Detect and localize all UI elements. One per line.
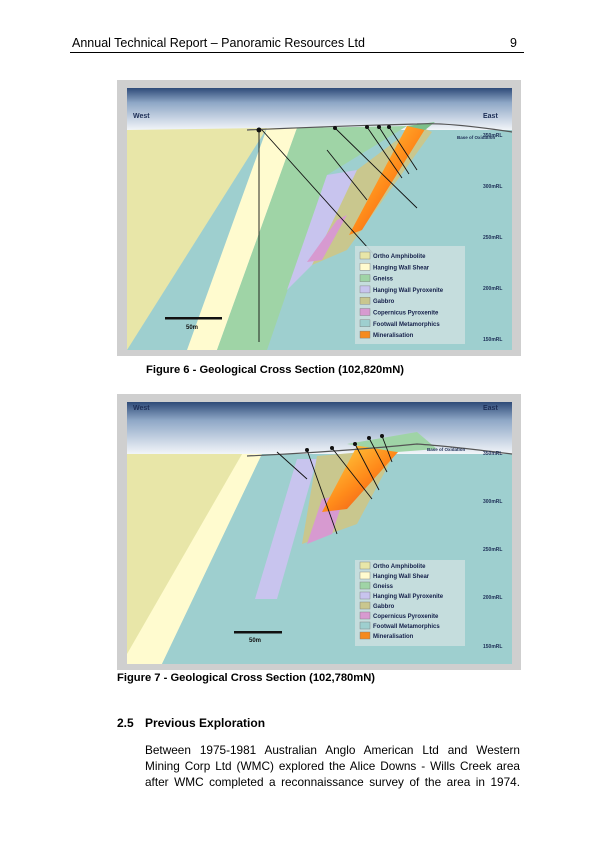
legend-label: Footwall Metamorphics: [373, 624, 440, 630]
rl-label: 250mRL: [483, 235, 502, 241]
drill-holes: [258, 126, 418, 342]
paragraph-line: Mining Corp Ltd (WMC) explored the Alice…: [145, 759, 520, 773]
base-of-oxidation-label: Base of Oxidation: [457, 135, 496, 140]
legend-label: Gneiss: [373, 277, 394, 283]
rl-label: 200mRL: [483, 286, 502, 292]
section-title: Previous Exploration: [145, 716, 266, 730]
legend-label: Copernicus Pyroxenite: [373, 614, 439, 620]
section-number: 2.5: [117, 716, 134, 730]
legend-label: Ortho Amphibolite: [373, 564, 426, 570]
figure-6-cross-section: West East Base of Oxidation 350mRL 300mR…: [117, 80, 521, 356]
rl-label: 350mRL: [483, 451, 502, 457]
legend-swatch: [359, 274, 371, 282]
mineralisation-area: [349, 126, 427, 235]
figure-7-cross-section: West East Base of Oxidation 350mRL 300mR…: [117, 394, 521, 670]
west-label: West: [133, 113, 150, 120]
rl-label: 150mRL: [483, 644, 502, 650]
collar-markers: [305, 434, 384, 452]
legend-label: Copernicus Pyroxenite: [373, 311, 439, 317]
rl-label: 250mRL: [483, 547, 502, 553]
legend-swatch: [359, 308, 371, 316]
mineralisation-area: [322, 442, 407, 512]
legend-swatch: [359, 263, 371, 271]
legend-swatch: [359, 330, 371, 339]
scale-label: 50m: [186, 325, 198, 331]
rl-labels: 350mRL 300mRL 250mRL 200mRL 150mRL: [483, 451, 502, 650]
surface-line: [246, 123, 513, 133]
paragraph-line: after WMC completed a reconnaissance sur…: [145, 775, 520, 789]
base-of-oxidation-label: Base of Oxidation: [427, 447, 466, 452]
copernicus-pyroxenite-area: [307, 215, 347, 262]
drill-holes: [276, 435, 393, 535]
rl-label: 200mRL: [483, 595, 502, 601]
east-label: East: [483, 405, 498, 412]
section-paragraph: Between 1975-1981 Australian Anglo Ameri…: [145, 742, 520, 790]
legend-swatch: [359, 296, 371, 305]
legend-label: Gneiss: [373, 584, 394, 590]
rl-label: 300mRL: [483, 499, 502, 505]
gneiss-area: [347, 432, 437, 452]
figure-7-caption: Figure 7 - Geological Cross Section (102…: [117, 672, 376, 684]
legend-swatch: [359, 571, 371, 580]
legend-label: Mineralisation: [373, 634, 414, 640]
legend-label: Footwall Metamorphics: [373, 322, 440, 328]
legend-label: Ortho Amphibolite: [373, 254, 426, 260]
legend-label: Gabbro: [373, 604, 395, 610]
legend-swatch: [359, 285, 371, 294]
legend-swatch: [359, 591, 371, 600]
legend-label: Gabbro: [373, 299, 395, 305]
hanging-wall-shear-area: [187, 128, 297, 350]
collar-markers: [256, 125, 391, 133]
legend-swatch: [359, 581, 371, 590]
scale-bar: 50m: [234, 631, 282, 644]
hanging-wall-pyroxenite-area: [255, 459, 317, 599]
ortho-amphibolite-area: [127, 128, 267, 350]
rl-label: 300mRL: [483, 184, 502, 190]
legend-swatch: [359, 611, 371, 620]
west-label: West: [133, 405, 150, 412]
legend-swatch: [359, 631, 371, 640]
legend-swatch: [359, 319, 371, 328]
hanging-wall-shear-area: [127, 454, 262, 664]
sky: [127, 88, 512, 130]
legend-swatch: [359, 621, 371, 630]
rl-labels: 350mRL 300mRL 250mRL 200mRL 150mRL: [483, 133, 502, 343]
legend-swatch: [359, 561, 371, 570]
legend-label: Hanging Wall Pyroxenite: [373, 288, 444, 294]
rl-label: 350mRL: [483, 133, 502, 139]
legend-label: Hanging Wall Shear: [373, 574, 430, 580]
scale-bar: 50m: [165, 317, 222, 331]
sky: [127, 402, 512, 454]
legend-label: Hanging Wall Shear: [373, 265, 430, 271]
page-number: 9: [510, 36, 517, 50]
legend-label: Hanging Wall Pyroxenite: [373, 594, 444, 600]
legend-label: Mineralisation: [373, 333, 414, 339]
header-title: Annual Technical Report – Panoramic Reso…: [72, 36, 365, 50]
rl-label: 150mRL: [483, 337, 502, 343]
paragraph-line: Between 1975-1981 Australian Anglo Ameri…: [145, 743, 520, 757]
legend-swatch: [359, 251, 371, 260]
header-rule: [70, 52, 524, 53]
figure-6-caption: Figure 6 - Geological Cross Section (102…: [146, 364, 405, 376]
east-label: East: [483, 113, 498, 120]
hanging-wall-pyroxenite-area: [287, 170, 357, 290]
legend-swatch: [359, 601, 371, 610]
footwall-band: [162, 454, 282, 664]
surface-line: [246, 443, 513, 457]
scale-label: 50m: [249, 638, 261, 644]
gneiss-area: [217, 126, 407, 350]
